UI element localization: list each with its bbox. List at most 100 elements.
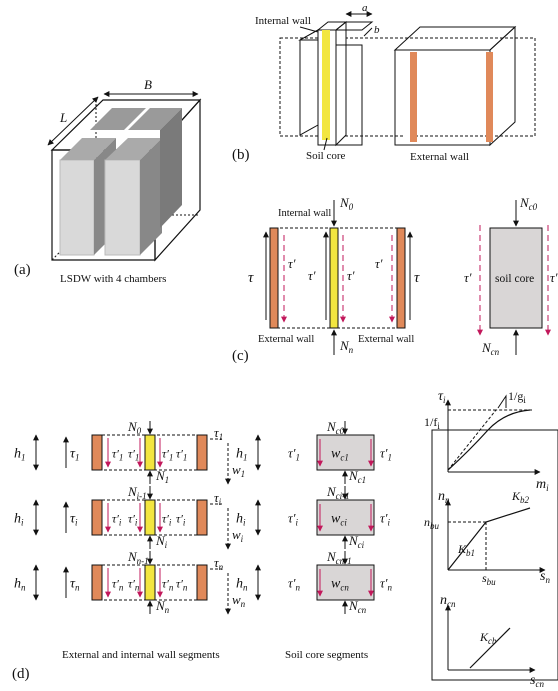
g1-intercept: 1/fi [424, 415, 440, 431]
core-segments-caption: Soil core segments [285, 649, 368, 661]
g2-kb2: Kb2 [511, 489, 530, 505]
g2-kb1: Kb1 [457, 542, 475, 558]
tau-prime-segment: τ′1 [176, 447, 187, 463]
core-segment-height: hn [236, 577, 248, 593]
tau-segment-right: τn [214, 555, 224, 572]
soil-core-label-b: Soil core [306, 150, 346, 162]
displacement-w: wn [232, 592, 246, 609]
g1-slope: 1/gi [508, 389, 526, 405]
tau-prime-1: τ′ [288, 256, 296, 271]
external-wall-left-c: External wall [258, 334, 314, 345]
graph-tau-m: τi mi 1/fi 1/gi [424, 389, 549, 493]
segment-row [33, 486, 375, 550]
core-force-top: Nc0 [326, 419, 345, 436]
segment-height: hn [14, 577, 26, 593]
tau-prime-core: τ′i [288, 511, 299, 528]
tau-right: τ [414, 270, 420, 286]
g1-x: mi [536, 477, 549, 493]
tau-prime-core: τ′1 [288, 446, 300, 463]
tau-prime-segment: τ′1 [162, 447, 173, 463]
segment-height: hi [14, 512, 24, 528]
axial-force-bottom: Nn [155, 598, 170, 615]
displacement-w: w1 [232, 462, 245, 479]
axial-force-bottom: N1 [155, 468, 169, 485]
tau-prime-segment: τ′n [112, 577, 124, 593]
panel-a-label: (a) [14, 262, 31, 278]
displacement-w: wi [232, 527, 244, 544]
tau-prime-2: τ′ [308, 268, 316, 283]
external-wall-right-c: External wall [358, 334, 414, 345]
core-displacement: wci [331, 512, 347, 528]
tau-prime-segment: τ′1 [128, 447, 139, 463]
tau-prime-core: τ′i [380, 511, 391, 528]
nn-label: Nn [339, 338, 354, 355]
tau-prime-core: τ′1 [380, 446, 392, 463]
internal-wall-label-b: Internal wall [255, 15, 311, 27]
panel-b-label: (b) [232, 147, 250, 163]
graph-ncn-scn: ncn scn Kcb [440, 593, 544, 689]
tau-segment-left: τ1 [70, 447, 80, 463]
soil-core-label-c: soil core [495, 273, 534, 285]
g3-y: ncn [440, 593, 456, 609]
panel-c: N0 Nn Internal wall External wall Extern… [232, 195, 558, 364]
ncn-label: Ncn [481, 340, 500, 357]
axial-force-bottom: Ni [155, 533, 168, 550]
graph-n-s: nn sn nbu sbu Kb1 Kb2 [424, 489, 550, 587]
core-force-bottom: Nci [348, 533, 365, 550]
axial-force-top: Nn-1 [127, 549, 149, 566]
core-force-bottom: Ncn [348, 598, 367, 615]
g2-nbu: nbu [424, 515, 440, 531]
tau-prime-core-right: τ′ [550, 270, 558, 285]
external-wall-label-b: External wall [410, 151, 469, 163]
panel-d-label: (d) [12, 666, 30, 682]
tau-prime-segment: τ′n [162, 577, 174, 593]
g3-x: scn [530, 673, 544, 689]
dim-b-small: b [374, 24, 380, 36]
tau-left: τ [248, 270, 254, 286]
tau-prime-4: τ′ [375, 256, 383, 271]
tau-prime-segment: τ′i [176, 512, 186, 528]
tau-segment-right: τi [214, 490, 222, 507]
tau-prime-segment: τ′n [176, 577, 188, 593]
dim-a: a [362, 2, 368, 14]
g3-kcb: Kcb [479, 630, 497, 646]
panel-a: L B (a) LSDW with 4 chambers [14, 77, 202, 285]
core-force-top: Nci-1 [326, 484, 350, 501]
axial-force-top: Ni-1 [127, 484, 147, 501]
tau-prime-core: τ′n [288, 576, 301, 593]
tau-segment-right: τ1 [214, 425, 223, 442]
segment-height: h1 [14, 447, 26, 463]
tau-prime-segment: τ′1 [112, 447, 123, 463]
tau-prime-core-left: τ′ [464, 270, 472, 285]
g1-y: τi [438, 389, 446, 405]
wall-segments-caption: External and internal wall segments [62, 649, 220, 661]
panel-a-caption: LSDW with 4 chambers [60, 273, 166, 285]
g2-sbu: sbu [482, 571, 496, 587]
g2-y: nn [438, 489, 450, 505]
core-force-bottom: Nc1 [348, 468, 366, 485]
n0-label: N0 [339, 195, 354, 212]
tau-prime-segment: τ′n [128, 577, 140, 593]
tau-segment-left: τn [70, 577, 80, 593]
g2-x: sn [540, 569, 550, 585]
tau-prime-core: τ′n [380, 576, 393, 593]
tau-prime-segment: τ′i [128, 512, 138, 528]
core-segment-height: hi [236, 512, 246, 528]
tau-segment-left: τi [70, 512, 78, 528]
tau-prime-3: τ′ [347, 268, 355, 283]
dim-l: L [59, 110, 67, 125]
core-segment-height: h1 [236, 447, 248, 463]
panel-b: a b Internal wall Soil core External wal… [232, 2, 536, 163]
axial-force-top: N0 [127, 419, 142, 436]
internal-wall-label-c: Internal wall [278, 208, 331, 219]
panel-c-label: (c) [232, 348, 249, 364]
core-displacement: wc1 [331, 447, 349, 463]
core-displacement: wcn [331, 577, 349, 593]
segment-row [33, 421, 375, 485]
nc0-label: Nc0 [519, 195, 538, 212]
tau-prime-segment: τ′i [112, 512, 122, 528]
dim-b: B [144, 77, 152, 92]
segment-row [33, 551, 375, 615]
